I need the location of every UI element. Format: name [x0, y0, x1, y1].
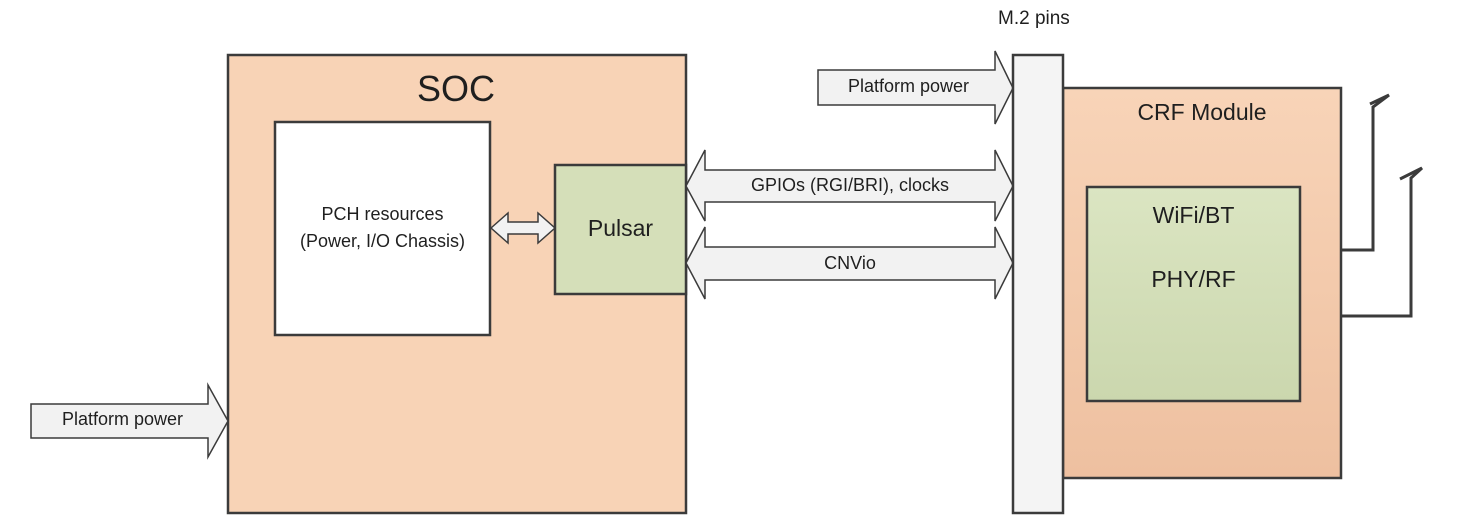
soc-title: SOC — [416, 68, 495, 109]
wifi-phy-box — [1085, 185, 1302, 403]
pulsar-box — [553, 163, 688, 296]
pch-label-line1: PCH resources — [321, 204, 444, 224]
crf-module-title: CRF Module — [1137, 99, 1267, 125]
platform-power-top-arrow — [817, 50, 1014, 125]
pulsar-label: Pulsar — [587, 215, 654, 241]
wifi-bt-label: WiFi/BT — [1152, 202, 1235, 228]
platform-power-left-label: Platform power — [62, 409, 184, 429]
m2-pins-bar — [1011, 53, 1065, 515]
platform-power-top-label: Platform power — [848, 76, 970, 96]
m2-pins-label: M.2 pins — [998, 8, 1070, 29]
pch-label-line2: (Power, I/O Chassis) — [299, 231, 466, 251]
cnvio-link-label: CNVio — [824, 253, 876, 273]
gpio-link-label: GPIOs (RGI/BRI), clocks — [750, 175, 950, 195]
phy-rf-label: PHY/RF — [1151, 266, 1236, 292]
platform-power-left-arrow — [30, 382, 229, 460]
pch-resources-box — [273, 120, 492, 337]
antenna-2 — [1341, 166, 1424, 318]
antenna-1 — [1341, 93, 1390, 252]
